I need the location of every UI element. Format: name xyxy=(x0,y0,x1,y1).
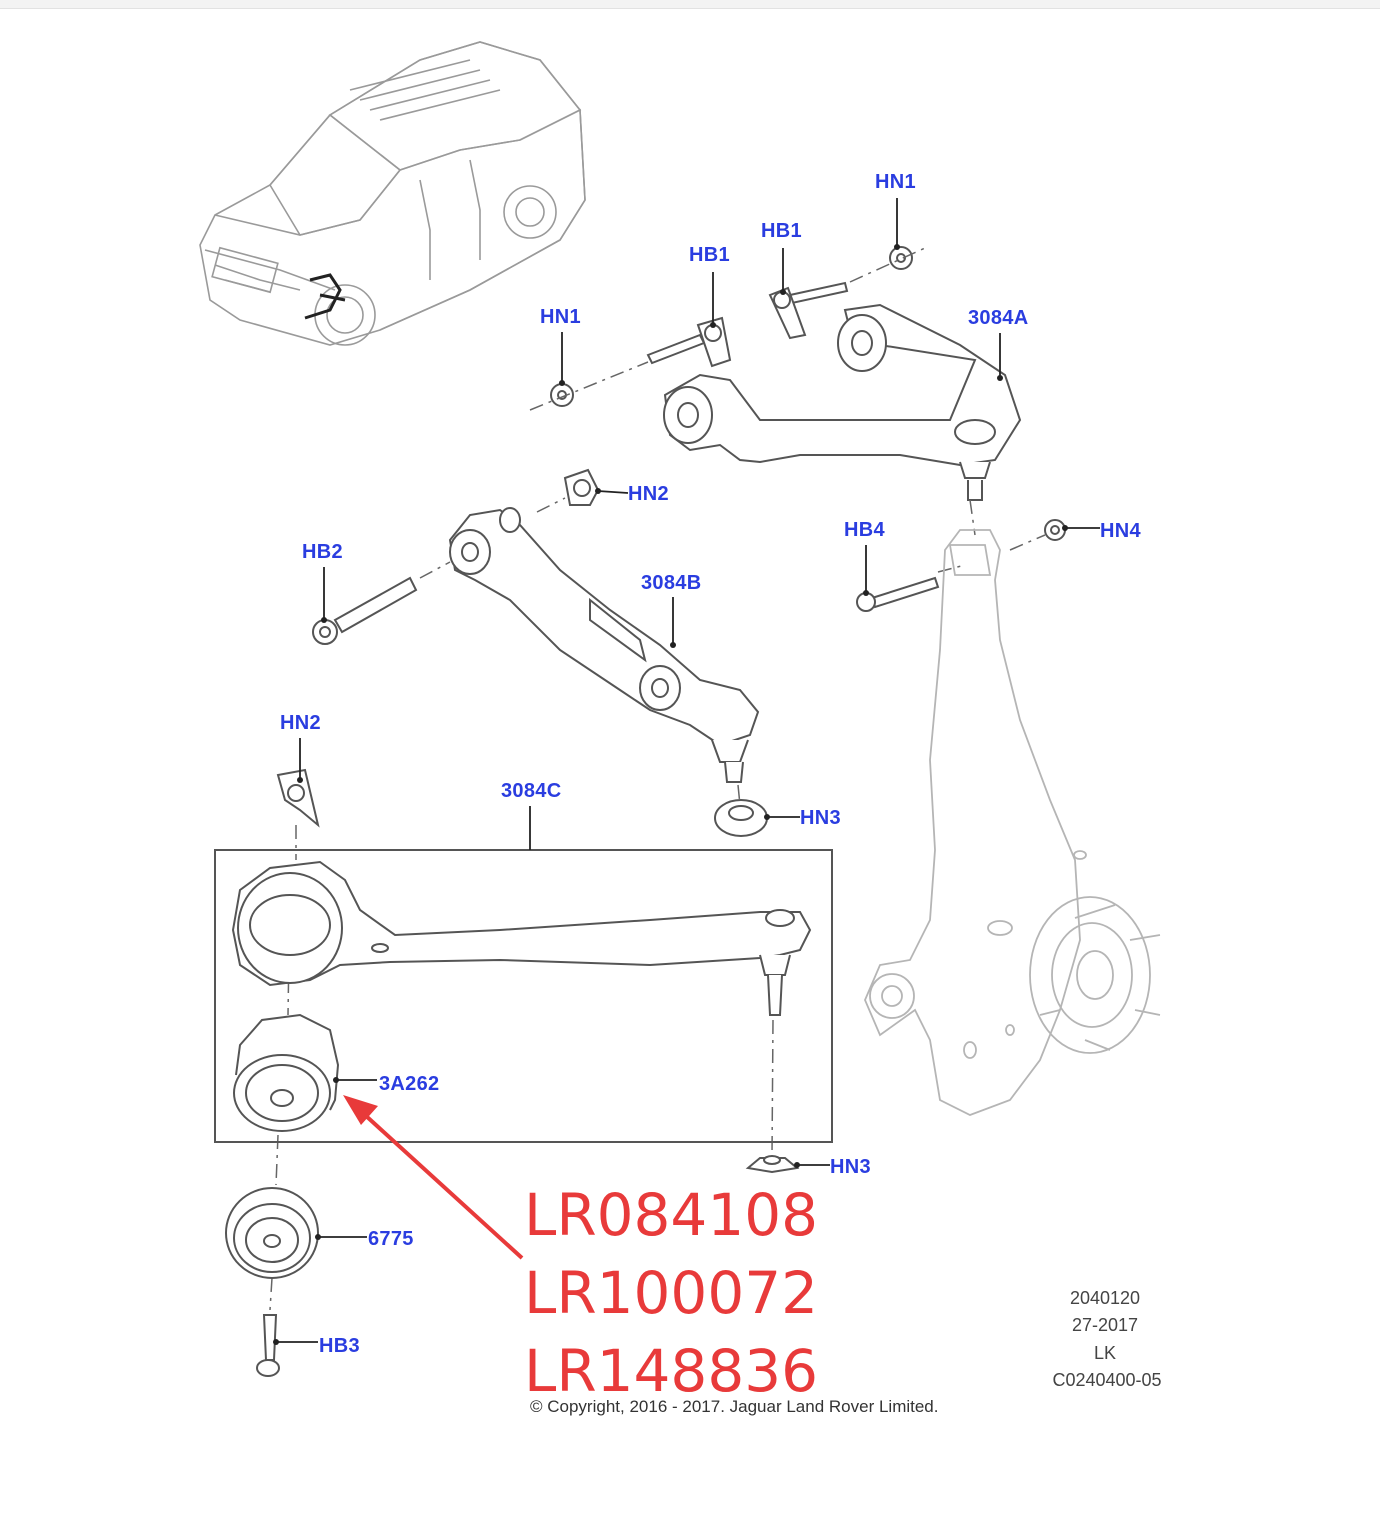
lower-control-arm-3084b xyxy=(448,507,760,783)
callout-3084b: 3084B xyxy=(641,572,702,594)
vehicle-suspension-highlight xyxy=(304,273,346,320)
callout-hb3: HB3 xyxy=(319,1335,360,1357)
nut-hn3-bottom xyxy=(745,1155,800,1174)
bolt-hb1-left xyxy=(646,316,732,368)
callout-hb2: HB2 xyxy=(302,541,343,563)
callout-hn3-bottom: HN3 xyxy=(830,1156,871,1178)
nut-hn1-left xyxy=(550,383,574,407)
callout-hb4: HB4 xyxy=(844,519,885,541)
callout-hn1-left: HN1 xyxy=(540,306,581,328)
upper-control-arm-3084a xyxy=(663,303,1022,501)
nut-hn3-top xyxy=(714,799,768,837)
bolt-hb4 xyxy=(856,576,940,612)
vehicle-illustration xyxy=(199,41,586,346)
part-number-2: LR100072 xyxy=(524,1259,819,1327)
callout-hn4: HN4 xyxy=(1100,520,1141,542)
nut-hn1-right xyxy=(889,246,913,270)
callout-3a262: 3A262 xyxy=(379,1073,440,1095)
callout-3084c: 3084C xyxy=(501,780,562,802)
callout-hb1-right: HB1 xyxy=(761,220,802,242)
top-border xyxy=(0,0,1380,9)
callout-3084a: 3084A xyxy=(968,307,1029,329)
kit-3084c-frame xyxy=(214,849,833,1143)
callout-hn2-left: HN2 xyxy=(280,712,321,734)
callout-hn2-top: HN2 xyxy=(628,483,669,505)
dashed-axis-lines xyxy=(269,247,1046,1311)
drawing-info-line4: C0240400-05 xyxy=(1052,1370,1162,1390)
callout-hb1-left: HB1 xyxy=(689,244,730,266)
bushing-3a262 xyxy=(233,1013,340,1132)
callout-hn1-right: HN1 xyxy=(875,171,916,193)
callout-hn3-top: HN3 xyxy=(800,807,841,829)
drawing-info-line3: LK xyxy=(1093,1343,1117,1363)
nut-hn4 xyxy=(1044,519,1066,541)
bolt-hb2 xyxy=(312,576,418,645)
callout-leader-dots xyxy=(273,244,1068,1345)
drawing-info-line1: 2040120 xyxy=(1069,1288,1141,1308)
bushing-6775 xyxy=(225,1187,319,1279)
bolt-hb3 xyxy=(256,1314,280,1377)
part-number-3: LR148836 xyxy=(524,1337,819,1405)
callout-6775: 6775 xyxy=(368,1228,414,1250)
part-number-1: LR084108 xyxy=(524,1181,819,1249)
nut-hn2-top xyxy=(563,468,600,506)
drawing-info-line2: 27-2017 xyxy=(1071,1315,1139,1335)
steering-knuckle xyxy=(864,529,1161,1116)
copyright-notice: © Copyright, 2016 - 2017. Jaguar Land Ro… xyxy=(530,1397,939,1416)
red-arrow-to-bushing xyxy=(343,1095,524,1260)
control-arm-3084c xyxy=(231,860,812,1016)
callout-leader-lines xyxy=(276,198,1100,1343)
